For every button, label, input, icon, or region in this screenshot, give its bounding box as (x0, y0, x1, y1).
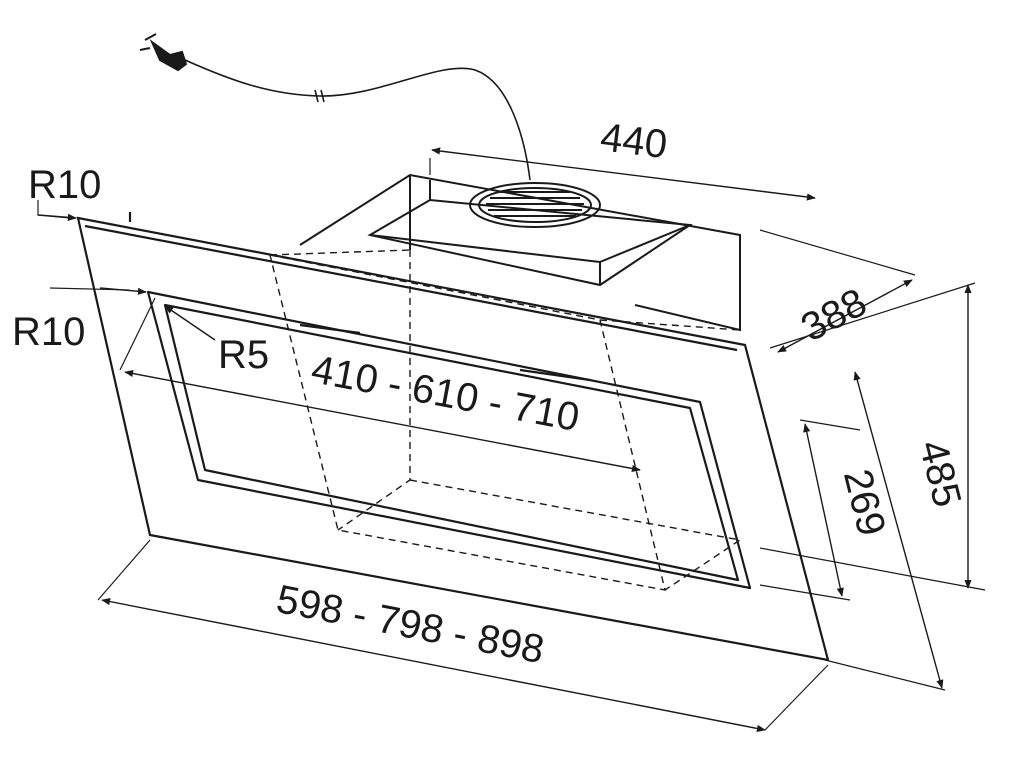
dim-line-panel-width (101, 598, 766, 732)
dimension-lines (37, 147, 972, 732)
leader-r5 (164, 305, 216, 341)
label-r5: R5 (218, 333, 269, 377)
dim-line-388 (777, 279, 913, 353)
plug-icon (139, 33, 188, 72)
dim-line-inner-width (124, 369, 641, 473)
label-440: 440 (598, 115, 670, 167)
label-r10-left: R10 (12, 310, 85, 354)
glass-panel (76, 212, 830, 662)
label-388: 388 (794, 280, 874, 350)
power-cord (184, 59, 531, 181)
label-382: 382 (1016, 415, 1024, 482)
dim-line-440 (431, 147, 816, 201)
motor-housing (299, 173, 741, 332)
dim-line-269 (803, 423, 844, 597)
dim-line-485 (853, 371, 944, 689)
label-485: 485 (911, 436, 970, 511)
label-panel-width: 598 - 798 - 898 (273, 577, 548, 672)
label-269: 269 (835, 465, 894, 540)
leader-r10-left (99, 287, 147, 295)
label-r10-top: R10 (28, 163, 101, 207)
hidden-body-outline (269, 249, 742, 591)
label-inner-width: 410 - 610 - 710 (308, 347, 583, 440)
fan-outlet-icon (469, 182, 601, 228)
leader-r10-top (37, 213, 77, 221)
